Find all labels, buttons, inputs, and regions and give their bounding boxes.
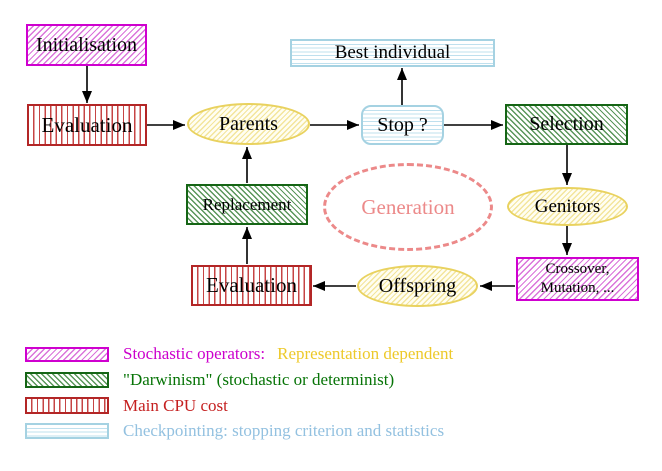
legend-swatch-darwinism bbox=[25, 372, 109, 388]
node-best-individual: Best individual bbox=[290, 39, 495, 67]
legend-item-stochastic-operators: Stochastic operators: Representation depe… bbox=[123, 344, 453, 364]
generation-loop-ellipse: Generation bbox=[323, 163, 493, 251]
legend-swatch-main-cpu-cost bbox=[25, 397, 109, 414]
legend-label-stochastic: Stochastic operators: bbox=[123, 344, 266, 363]
node-evaluation-bottom: Evaluation bbox=[191, 265, 312, 306]
legend-label-representation-dependent: Representation dependent bbox=[277, 344, 454, 363]
legend-item-checkpointing: Checkpointing: stopping criterion and st… bbox=[123, 421, 445, 440]
node-selection: Selection bbox=[505, 104, 628, 145]
node-parents: Parents bbox=[187, 103, 310, 145]
node-evaluation-top: Evaluation bbox=[27, 104, 147, 146]
node-stop: Stop ? bbox=[361, 105, 444, 145]
node-crossover-mutation: Crossover, Mutation, ... bbox=[516, 257, 639, 301]
crossover-line2: Mutation, ... bbox=[540, 280, 615, 296]
node-initialisation: Initialisation bbox=[26, 24, 147, 66]
node-replacement: Replacement bbox=[186, 184, 308, 225]
legend-item-main-cpu-cost: Main CPU cost bbox=[123, 396, 228, 415]
node-genitors: Genitors bbox=[507, 187, 628, 226]
node-offspring: Offspring bbox=[357, 265, 478, 307]
crossover-line1: Crossover, bbox=[545, 261, 610, 278]
legend-item-darwinism: "Darwinism" (stochastic or determinist) bbox=[123, 370, 395, 389]
legend-swatch-stochastic-operators bbox=[25, 347, 109, 362]
legend-swatch-checkpointing bbox=[25, 423, 109, 439]
